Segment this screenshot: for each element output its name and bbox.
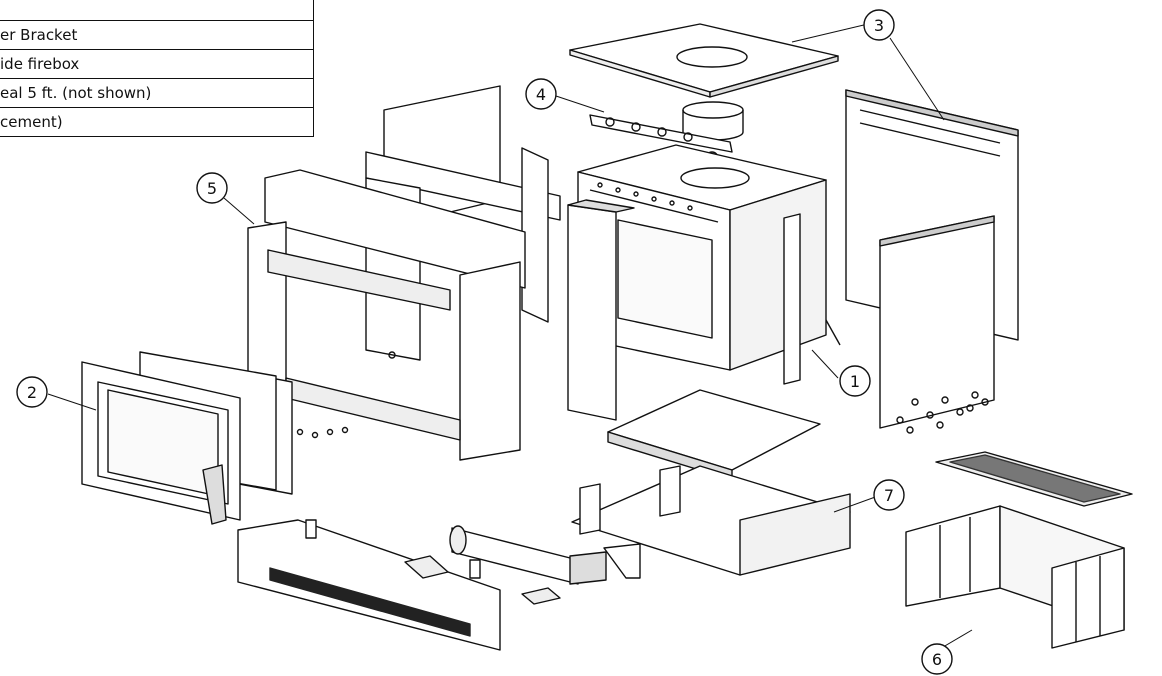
surround-frame [247, 169, 526, 461]
front-side-panel [567, 199, 635, 421]
firebrick-liner [905, 505, 1125, 649]
table-cell: eal 5 ft. (not shown) [0, 78, 314, 108]
front-louver [237, 519, 561, 651]
callout-7-label: 7 [884, 486, 894, 505]
callout-6: 6 [921, 643, 953, 675]
table-row: er Bracket [0, 20, 314, 50]
callout-1: 1 [839, 365, 871, 397]
callout-7: 7 [873, 479, 905, 511]
table-row: eal 5 ft. (not shown) [0, 78, 314, 108]
callout-4-label: 4 [536, 85, 546, 104]
top-plate [569, 23, 839, 98]
parts-list-table: er Bracket ide firebox eal 5 ft. (not sh… [0, 0, 314, 137]
callout-5: 5 [196, 172, 228, 204]
base-tray [571, 389, 851, 576]
table-row: cement) [0, 107, 314, 137]
firebox [577, 144, 841, 371]
callout-6-label: 6 [932, 650, 942, 669]
callout-2: 2 [16, 376, 48, 408]
callout-3-label: 3 [874, 16, 884, 35]
callout-3: 3 [863, 9, 895, 41]
firebrick-top [935, 451, 1133, 507]
callout-4: 4 [525, 78, 557, 110]
table-row: ide firebox [0, 49, 314, 79]
callout-leaders [47, 23, 973, 651]
door-assembly [81, 351, 293, 525]
right-lower-panel [879, 215, 995, 434]
vertical-bracket [521, 147, 549, 323]
table-cell: ide firebox [0, 49, 314, 79]
table-cell: er Bracket [0, 20, 314, 50]
blower [449, 525, 641, 585]
table-cell: cement) [0, 107, 314, 137]
side-strip [783, 213, 801, 385]
callout-5-label: 5 [207, 179, 217, 198]
callout-2-label: 2 [27, 383, 37, 402]
callout-1-label: 1 [850, 372, 860, 391]
